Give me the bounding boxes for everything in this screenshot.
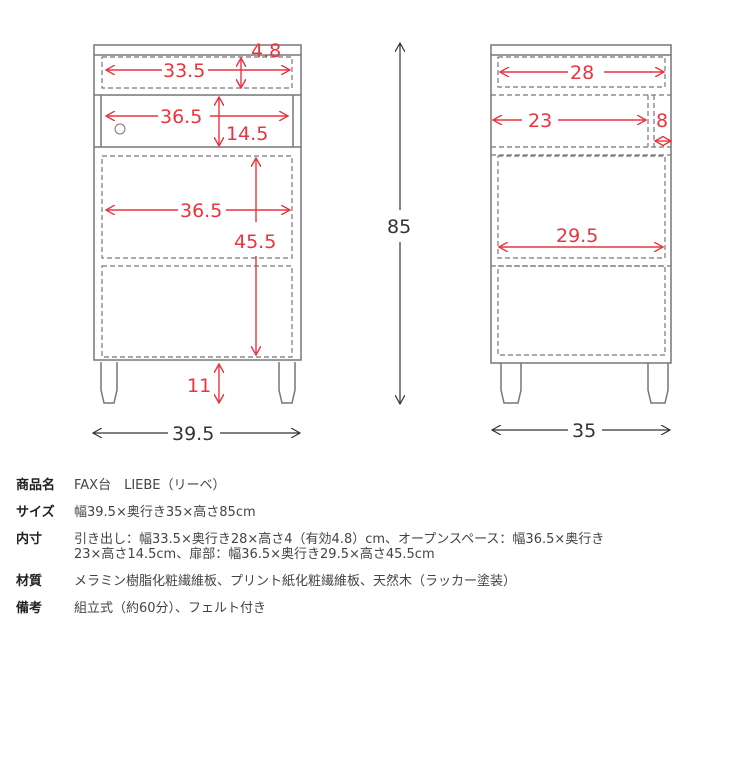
door-depth-label: 29.5 — [556, 225, 598, 247]
spec-row-size: サイズ 幅39.5×奥行き35×高さ85cm — [16, 505, 736, 520]
drawer-height-label: 4.8 — [251, 40, 281, 62]
spec-label: 商品名 — [16, 478, 56, 493]
dimension-diagram: 4.8 33.5 36.5 14.5 36.5 45.5 11 39.5 85 — [0, 40, 750, 445]
spec-table: 商品名 FAX台 LIEBE（リーベ） サイズ 幅39.5×奥行き35×高さ85… — [16, 478, 736, 628]
side-view-dashed — [491, 56, 671, 356]
leg-height-label: 11 — [187, 375, 211, 397]
spec-value: 幅39.5×奥行き35×高さ85cm — [74, 505, 256, 520]
spec-label: 備考 — [16, 601, 43, 616]
total-width-label: 39.5 — [172, 423, 214, 445]
spec-row-material: 材質 メラミン樹脂化粧繊維板、プリント紙化粧繊維板、天然木（ラッカー塗装） — [16, 574, 736, 589]
spec-value: メラミン樹脂化粧繊維板、プリント紙化粧繊維板、天然木（ラッカー塗装） — [74, 574, 517, 589]
spec-label: 内寸 — [16, 532, 43, 547]
front-view-dashed — [101, 56, 293, 358]
spec-value: 引き出し：幅33.5×奥行き28×高さ4（有効4.8）cm、オープンスペース：幅… — [74, 532, 605, 562]
door-width-label: 36.5 — [180, 200, 222, 222]
spec-value: FAX台 LIEBE（リーベ） — [74, 478, 226, 493]
back-gap-label: 8 — [656, 110, 668, 132]
open-space-height-label: 14.5 — [226, 123, 268, 145]
spec-row-inner-dimensions: 内寸 引き出し：幅33.5×奥行き28×高さ4（有効4.8）cm、オープンスペー… — [16, 532, 736, 562]
drawer-width-label: 33.5 — [163, 60, 205, 82]
total-depth-label: 35 — [572, 420, 596, 442]
spec-label: 材質 — [16, 574, 43, 589]
door-height-label: 45.5 — [234, 231, 276, 253]
spec-label: サイズ — [16, 505, 55, 520]
spec-row-notes: 備考 組立式（約60分）、フェルト付き — [16, 601, 736, 616]
drawer-depth-label: 28 — [570, 62, 594, 84]
spec-value: 組立式（約60分）、フェルト付き — [74, 601, 267, 616]
side-view-cabinet — [490, 44, 672, 404]
spec-row-product-name: 商品名 FAX台 LIEBE（リーベ） — [16, 478, 736, 493]
open-space-depth-label: 23 — [528, 110, 552, 132]
total-height-label: 85 — [387, 216, 411, 238]
open-space-width-label: 36.5 — [160, 106, 202, 128]
front-view-cabinet — [93, 44, 302, 404]
